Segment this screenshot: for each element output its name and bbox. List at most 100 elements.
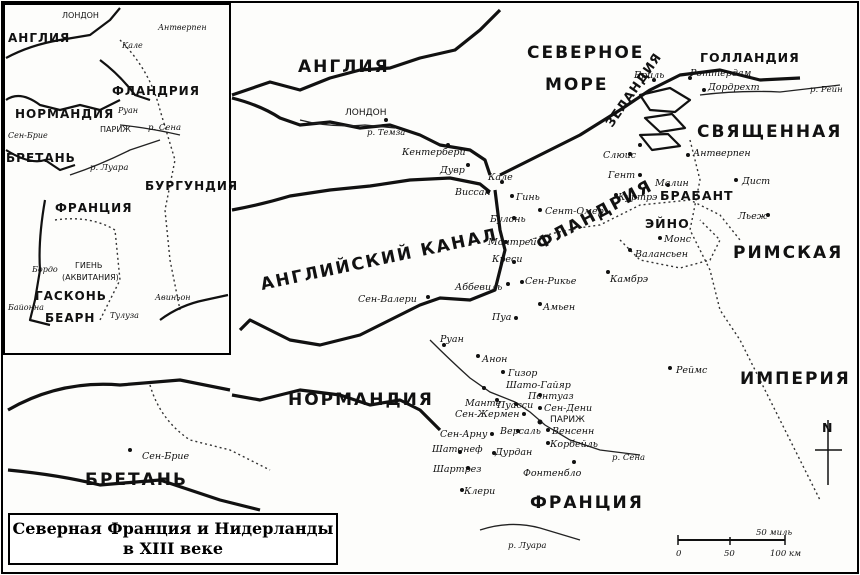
inset-map: АНГЛИЯ ФЛАНДРИЯ НОРМАНДИЯ БРЕТАНЬ БУРГУН… <box>5 7 238 327</box>
city-saint-germain: Сен-Жермен <box>455 409 526 420</box>
city-gisors: Гизор <box>501 368 537 379</box>
inset-loire <box>69 139 161 176</box>
city-guines: Гинь <box>510 192 540 203</box>
inset-city-bayonne: Байонна <box>7 303 44 312</box>
inset-aquitaine-border <box>54 218 121 321</box>
city-amiens: Амьен <box>538 302 575 313</box>
city-paris: ПАРИЖ <box>537 415 585 425</box>
inset-label-bearn: БЕАРН <box>45 311 95 325</box>
svg-text:N: N <box>822 420 833 435</box>
svg-text:Сент-Омер: Сент-Омер <box>545 206 604 217</box>
svg-text:Манте: Манте <box>464 398 502 409</box>
city-mantes: Манте <box>464 398 502 409</box>
label-england: АНГЛИЯ <box>298 57 390 77</box>
city-cambrai: Камбрэ <box>606 270 648 285</box>
svg-text:Клери: Клери <box>463 486 495 497</box>
svg-text:Венсенн: Венсенн <box>551 426 594 437</box>
inset-city-avignon: Авиньон <box>154 293 191 302</box>
svg-text:Роттердам: Роттердам <box>689 68 752 79</box>
svg-text:Понтуаз: Понтуаз <box>527 391 574 402</box>
picardy-normandy-coast <box>238 189 507 347</box>
city-saint-valery: Сен-Валери <box>358 294 430 305</box>
svg-text:Анон: Анон <box>481 354 507 365</box>
inset-city-calais: Кале <box>121 41 143 50</box>
city-pontoise: Понтуаз <box>527 391 574 402</box>
label-north-sea-2: МОРЕ <box>545 75 608 95</box>
inset-river-seine: р. Сена <box>148 123 181 133</box>
england-north-coast <box>231 8 502 97</box>
inset-seine <box>119 124 181 136</box>
zeeland-island-1 <box>638 86 692 114</box>
city-versailles: Версаль <box>499 426 541 437</box>
inset-border <box>119 39 181 311</box>
city-mons: Монс <box>658 234 692 245</box>
svg-text:Кале: Кале <box>487 172 513 183</box>
compass-icon: N <box>815 420 842 485</box>
svg-text:Камбрэ: Камбрэ <box>609 274 648 285</box>
river-loire-label: р. Луара <box>508 541 546 551</box>
svg-text:Реймс: Реймс <box>675 365 708 376</box>
svg-text:Шартрез: Шартрез <box>432 464 481 475</box>
city-liege: Льеж <box>737 211 770 222</box>
city-diest: Дист <box>734 176 770 187</box>
svg-text:50 миль: 50 миль <box>756 528 792 538</box>
map-title-line1: Северная Франция и Нидерланды <box>12 519 334 538</box>
map-title-box: Северная Франция и Нидерланды в XIII век… <box>8 513 338 565</box>
inset-label-brittany: БРЕТАНЬ <box>6 151 76 165</box>
svg-text:Гент: Гент <box>607 170 635 181</box>
city-montreuil: Монтрей <box>487 237 537 248</box>
river-rhine-label: р. Рейн <box>810 85 843 95</box>
svg-text:Гинь: Гинь <box>515 192 540 203</box>
city-rotterdam: Роттердам <box>688 68 752 80</box>
svg-text:Амьен: Амьен <box>542 302 575 313</box>
svg-text:Сен-Дени: Сен-Дени <box>544 403 592 414</box>
flanders-border <box>529 199 741 241</box>
city-bruges <box>638 143 642 147</box>
river-thames-label: р. Темза <box>367 128 405 138</box>
city-abbeville: Аббевиль <box>454 282 510 293</box>
scale-bar: 50 миль 0 50 100 км <box>676 528 801 559</box>
svg-text:Бриль: Бриль <box>633 70 664 81</box>
england-south-coast <box>231 176 491 212</box>
zeeland-island-2 <box>643 112 687 134</box>
svg-text:Пуасси: Пуасси <box>496 400 533 411</box>
inset-city-paris: ПАРИЖ <box>100 125 131 134</box>
city-saint-arnoult: Сен-Арну <box>440 429 494 440</box>
normandy-lower-coast <box>231 388 442 432</box>
svg-text:Сен-Рикье: Сен-Рикье <box>525 276 577 287</box>
svg-text:Фонтенбло: Фонтенбло <box>523 468 582 479</box>
label-empire: ИМПЕРИЯ <box>740 369 851 389</box>
city-corbeil: Корбейль <box>546 439 598 450</box>
svg-text:Малин: Малин <box>654 178 689 189</box>
city-fontainebleau: Фонтенбло <box>523 460 582 479</box>
city-ghent: Гент <box>607 170 642 181</box>
city-brielle: Бриль <box>633 70 664 82</box>
city-dordrecht: Дордрехт <box>702 82 760 93</box>
inset-city-antwerp: Антверпен <box>157 23 207 32</box>
label-hainaut: ЭЙНО <box>645 216 690 231</box>
city-dourdan: Дурдан <box>492 447 532 458</box>
city-london: ЛОНДОН <box>345 108 388 122</box>
svg-text:Аббевиль: Аббевиль <box>454 282 502 293</box>
city-crecy: Креси <box>491 254 523 265</box>
label-holland: ГОЛЛАНДИЯ <box>700 50 800 65</box>
svg-text:Куртрэ: Куртрэ <box>617 192 657 203</box>
city-saint-riquier: Сен-Рикье <box>520 276 577 287</box>
inset-label-burgundy: БУРГУНДИЯ <box>145 179 238 193</box>
city-wissant: Виссан <box>454 187 491 198</box>
city-antwerp: Антверпен <box>686 148 751 159</box>
city-anon: Анон <box>476 354 507 365</box>
inset-england-coast <box>5 7 121 59</box>
city-boulogne: Булонь <box>489 214 526 225</box>
inset-label-normandy: НОРМАНДИЯ <box>15 107 114 121</box>
svg-text:Сен-Валери: Сен-Валери <box>358 294 417 305</box>
city-sluys: Слюис <box>603 150 637 161</box>
city-rouen: Руан <box>439 334 464 347</box>
label-roman: РИМСКАЯ <box>733 243 843 263</box>
label-normandy: НОРМАНДИЯ <box>288 390 434 410</box>
inset-label-england: АНГЛИЯ <box>8 31 70 45</box>
svg-text:Пуа: Пуа <box>491 312 512 323</box>
inset-med-coast <box>159 293 229 321</box>
inset-atlantic-coast <box>28 199 51 327</box>
